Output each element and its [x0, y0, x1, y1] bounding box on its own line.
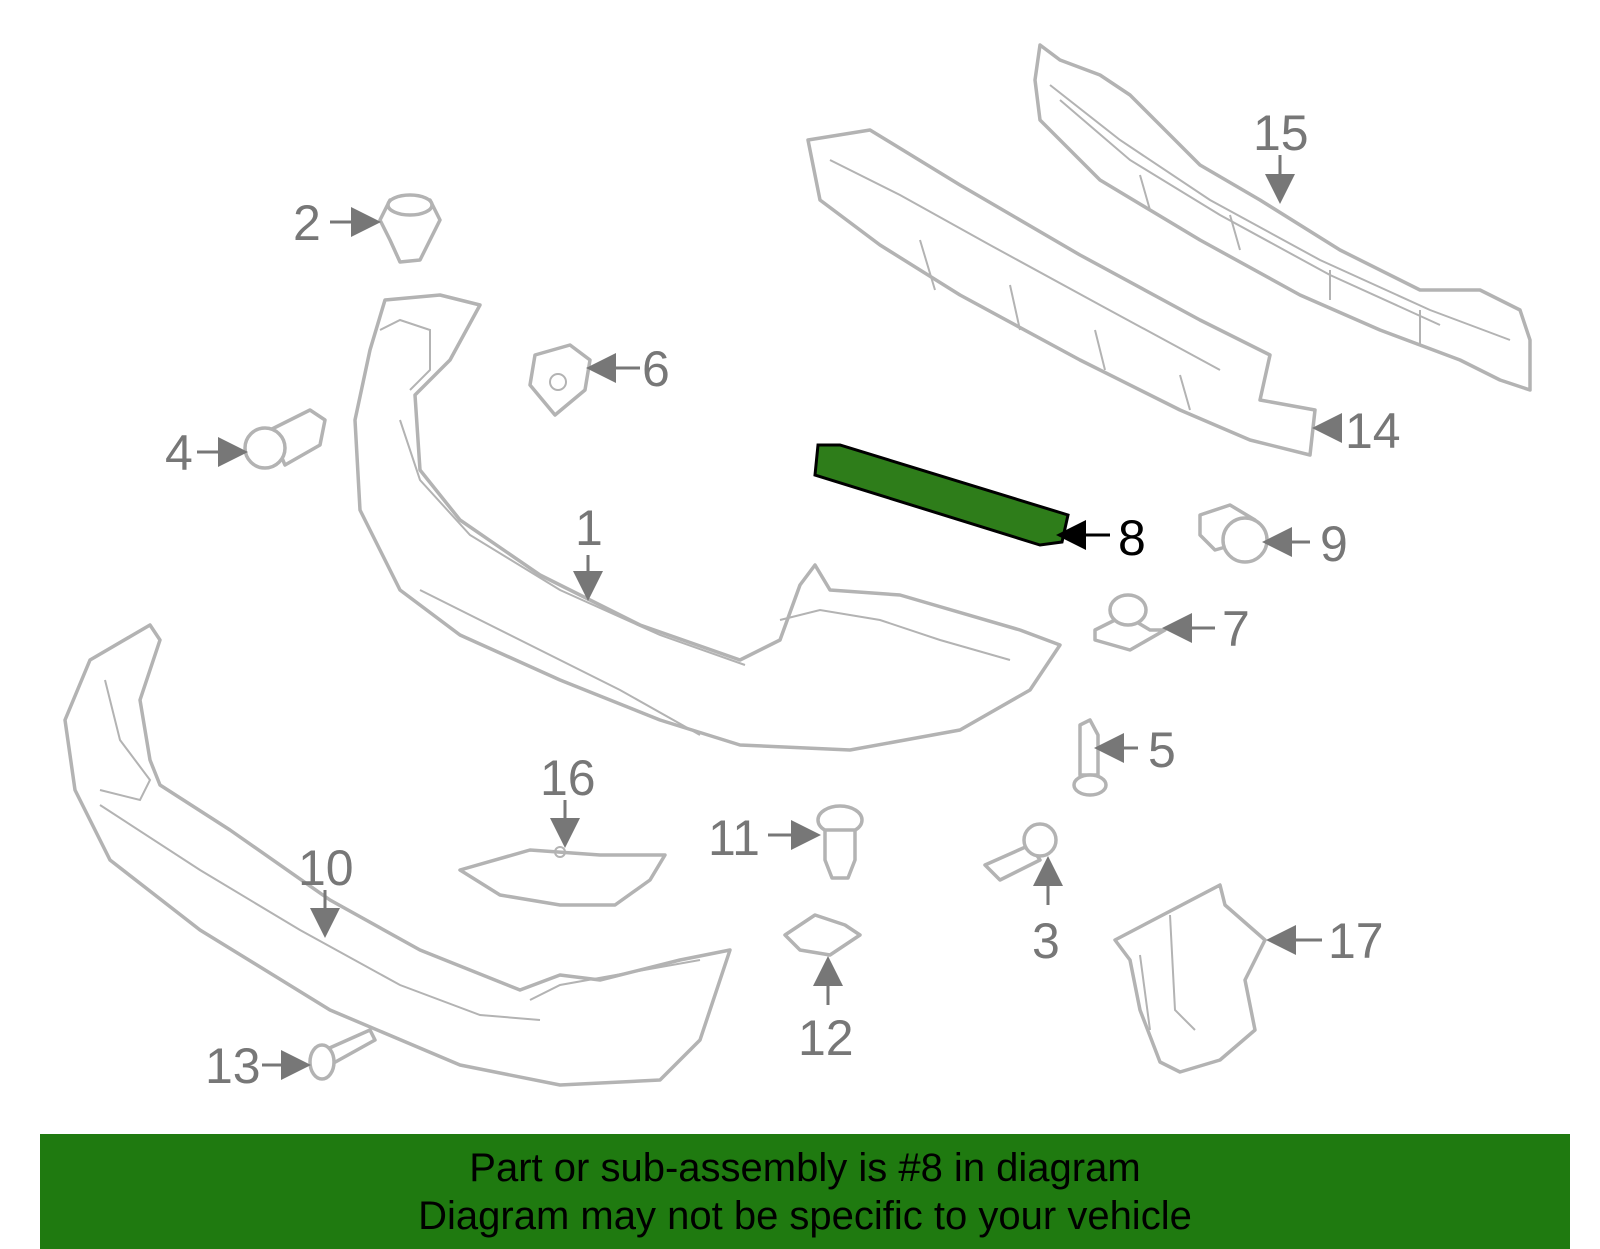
- part-8-highlighted: [813, 443, 1070, 547]
- part-15-reinforcement-bar: [1033, 43, 1532, 392]
- part-9-push-pin: [1198, 503, 1269, 564]
- part-1-bumper-cover: [353, 293, 1062, 752]
- callout-13: 13: [205, 1038, 261, 1094]
- part-3-bolt: [983, 822, 1058, 882]
- callout-17: 17: [1328, 913, 1384, 969]
- part-14-absorber: [806, 128, 1317, 457]
- part-4-screw: [243, 408, 327, 470]
- callout-16: 16: [540, 750, 596, 806]
- part-10-lower-cover: [63, 623, 732, 1087]
- callout-10: 10: [298, 840, 354, 896]
- callout-6: 6: [642, 341, 670, 397]
- callout-1: 1: [575, 500, 603, 556]
- callout-12: 12: [798, 1010, 854, 1066]
- part-17-bracket: [1113, 883, 1267, 1074]
- part-5-pin: [1072, 718, 1108, 797]
- callout-7: 7: [1222, 601, 1250, 657]
- part-11-screw: [816, 804, 864, 880]
- part-2-push-pin: [378, 193, 442, 264]
- part-13-pin: [308, 1028, 377, 1081]
- callout-5: 5: [1148, 722, 1176, 778]
- callout-11: 11: [708, 810, 760, 866]
- callout-15: 15: [1253, 105, 1309, 161]
- callout-2: 2: [293, 195, 321, 251]
- callout-14: 14: [1345, 403, 1401, 459]
- callout-9: 9: [1320, 516, 1348, 572]
- part-12-clip: [783, 913, 862, 957]
- callout-8-highlighted: 8: [1118, 510, 1146, 566]
- callout-arrows: [197, 155, 1342, 1080]
- info-banner: Part or sub-assembly is #8 in diagram Di…: [40, 1134, 1570, 1249]
- callout-3: 3: [1032, 913, 1060, 969]
- banner-line-1: Part or sub-assembly is #8 in diagram: [469, 1145, 1141, 1190]
- part-6-clip: [528, 343, 592, 417]
- callout-labels: 1 2 3 4 5 6 7 8 9 10 11 12 13 14 15 16 1…: [165, 105, 1401, 1094]
- callout-4: 4: [165, 425, 193, 481]
- banner-line-2: Diagram may not be specific to your vehi…: [418, 1193, 1192, 1238]
- part-7-clip-nut: [1093, 593, 1167, 652]
- part-16-bracket: [458, 846, 667, 907]
